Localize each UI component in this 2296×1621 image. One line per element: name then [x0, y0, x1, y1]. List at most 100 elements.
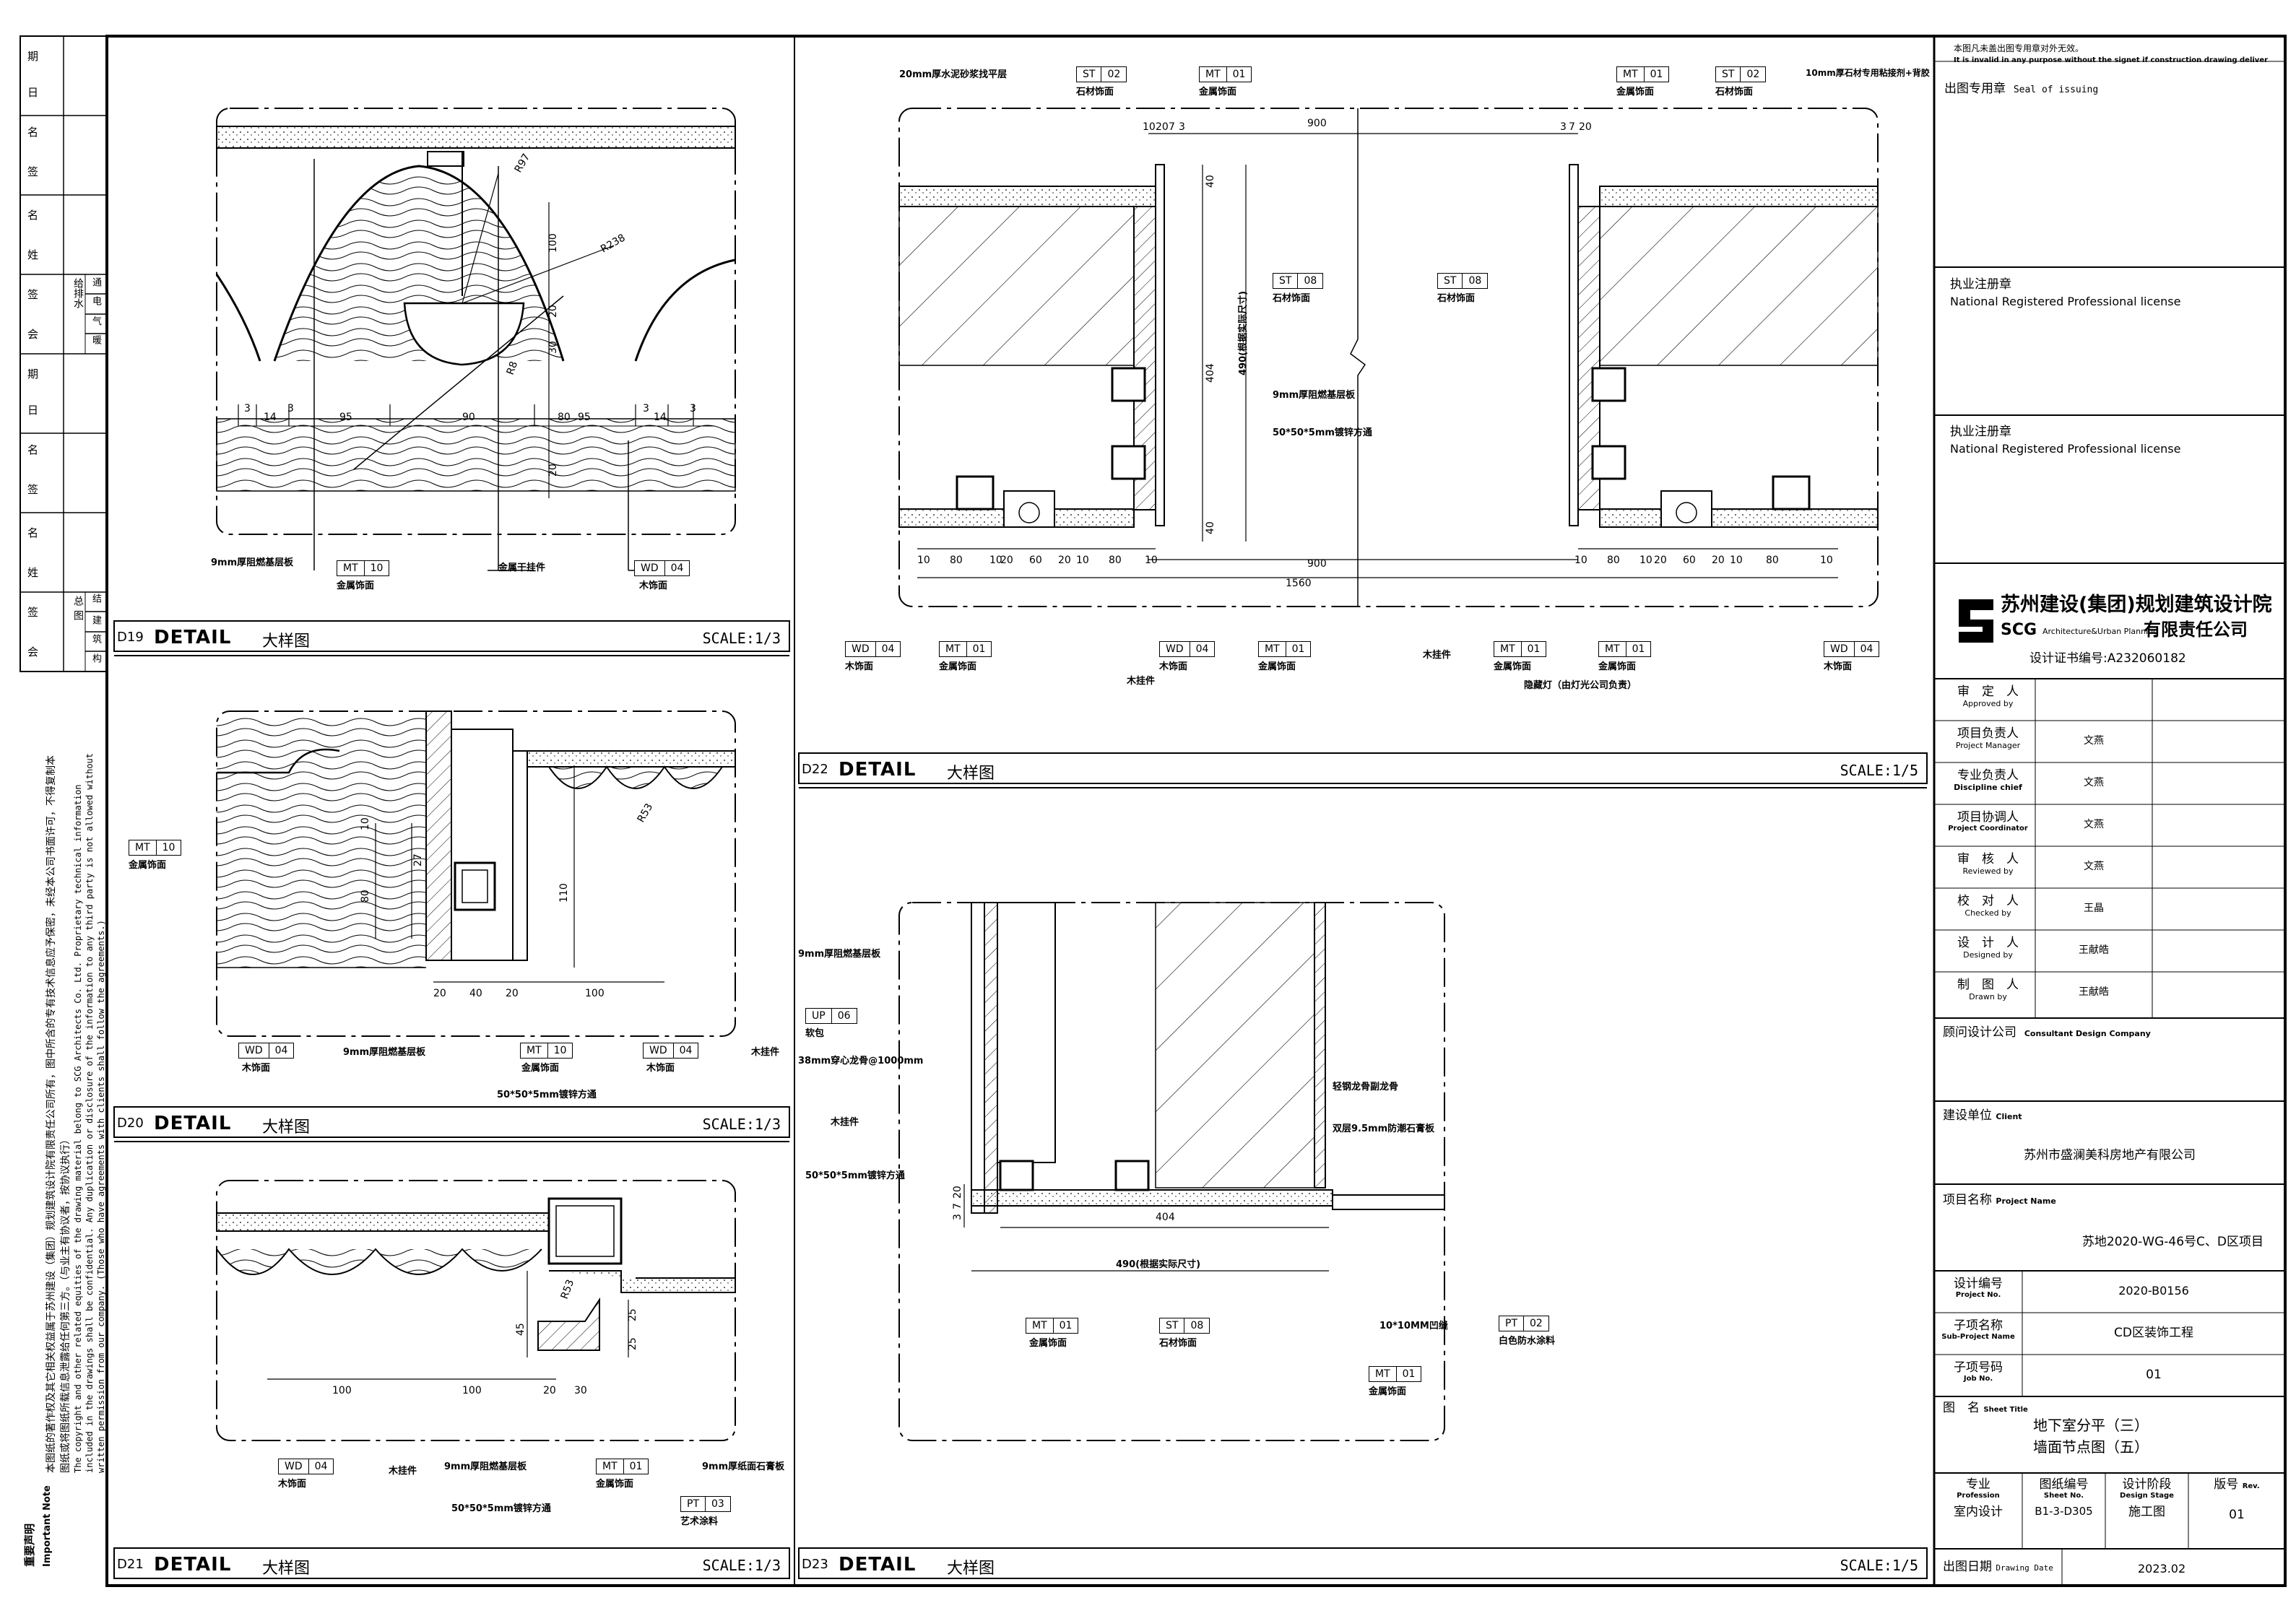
- d19-label-base-board: 9mm厚阻燃基层板: [211, 557, 294, 568]
- tb-rev: 版号 Rev.01: [2214, 1477, 2260, 1523]
- tb-client: 建设单位 Client: [1943, 1108, 2022, 1123]
- tb-role-7-name: 王献皓: [2079, 986, 2109, 998]
- d23-title-cn: 大样图: [947, 1560, 995, 1578]
- strip-label-plumbing: 给排水: [72, 278, 84, 308]
- d20-title-cn: 大样图: [262, 1118, 311, 1137]
- strip-label-sign-2: 签: [26, 289, 39, 300]
- d22-label-stone-b: 石材饰面: [1715, 87, 1754, 97]
- tb-license2-label: 执业注册章: [1950, 425, 2011, 439]
- svg-text:10: 10: [1730, 555, 1743, 566]
- strip-label-date-2: 日: [26, 87, 39, 97]
- svg-text:80: 80: [1766, 555, 1779, 566]
- important-note-title-en: Important Note: [42, 1485, 53, 1567]
- svg-text:100: 100: [462, 1385, 482, 1396]
- d21-title-bar: D21 DETAIL 大样图 SCALE:1/3: [114, 1548, 789, 1578]
- svg-text:R8: R8: [505, 360, 520, 376]
- strip-label-date-3: 期: [26, 368, 39, 379]
- strip-label-hui-2: 会: [26, 646, 39, 657]
- d19-scale: SCALE:1/3: [702, 630, 781, 647]
- svg-text:20: 20: [1654, 555, 1667, 566]
- d23-label-dim-note: 490(根据实际尺寸): [1116, 1259, 1200, 1270]
- d21-label-steel-tube: 50*50*5mm镀锌方通: [451, 1503, 551, 1514]
- d23-label-keel: 38mm穿心龙骨@1000mm: [798, 1056, 924, 1066]
- svg-text:900: 900: [1307, 558, 1327, 570]
- d22-id: D22: [802, 762, 828, 777]
- svg-text:80: 80: [360, 890, 371, 903]
- d23-label-upholstery: 软包: [805, 1028, 825, 1039]
- d20-label-steel-tube: 50*50*5mm镀锌方通: [497, 1090, 597, 1100]
- d20-scale: SCALE:1/3: [702, 1116, 781, 1133]
- tb-project-no-value: 2020-B0156: [2118, 1284, 2189, 1298]
- tb-certificate: 设计证书编号:A232060182: [2029, 651, 2186, 666]
- d22-label-metal-b: 金属饰面: [1616, 87, 1655, 97]
- tb-subproject-value: CD区装饰工程: [2114, 1326, 2193, 1340]
- d23-label-metal-a: 金属饰面: [1029, 1338, 1067, 1349]
- svg-text:30: 30: [547, 341, 559, 354]
- d22-label-dim-note: 490(根据实际尺寸): [1237, 291, 1249, 375]
- d23-label-waterproof: 白色防水涂料: [1499, 1336, 1556, 1347]
- d22-label-stone-c: 石材饰面: [1273, 293, 1311, 304]
- d22-label-wood-c: 木饰面: [1824, 661, 1853, 672]
- d23-label-hanger: 木挂件: [831, 1117, 859, 1128]
- d23-id: D23: [802, 1557, 828, 1572]
- d22-title: DETAIL: [839, 759, 917, 781]
- important-note-en-text: The copyright and other related equities…: [73, 753, 107, 1473]
- d23-label-metal-b: 金属饰面: [1369, 1386, 1407, 1397]
- d22-label-metal-e: 金属饰面: [1494, 661, 1532, 672]
- d22-label-screed: 20mm厚水泥砂浆找平层: [899, 69, 1008, 80]
- tb-role-6-name: 王献皓: [2079, 944, 2109, 956]
- strip-label-arch: 建: [90, 615, 101, 625]
- d22-title-cn: 大样图: [947, 765, 995, 783]
- svg-text:40: 40: [1205, 175, 1216, 188]
- tb-job-value: 01: [2146, 1368, 2162, 1382]
- tb-seal-label: 出图专用章 Seal of issuing: [1944, 82, 2099, 96]
- tb-project-value: 苏地2020-WG-46号C、D区项目: [2081, 1235, 2263, 1249]
- main-grid: [113, 36, 1936, 1586]
- d20-label-wood-finish-b: 木饰面: [646, 1063, 675, 1074]
- d21-label-wood-hanger: 木挂件: [389, 1466, 417, 1477]
- svg-text:3: 3: [1179, 121, 1185, 133]
- tb-sheet-title-line1: 地下室分平（三）: [2033, 1417, 2149, 1434]
- svg-text:1560: 1560: [1286, 578, 1312, 589]
- d22-label-metal-d: 金属饰面: [1258, 661, 1296, 672]
- d23-label-base-board: 9mm厚阻燃基层板: [798, 949, 881, 960]
- strip-label-name-2: 名: [26, 209, 39, 220]
- tb-company-en: Architecture&Urban Planning: [2042, 627, 2159, 636]
- d22-scale: SCALE:1/5: [1840, 762, 1918, 779]
- d21-label-art-paint: 艺术涂料: [680, 1516, 719, 1527]
- d22-label-metal-f: 金属饰面: [1598, 661, 1637, 672]
- svg-text:10: 10: [1143, 121, 1156, 133]
- d22-label-wood-b: 木饰面: [1159, 661, 1188, 672]
- strip-label-elec: 电: [90, 296, 101, 305]
- svg-text:3: 3: [952, 1214, 963, 1220]
- svg-text:40: 40: [469, 988, 482, 999]
- tb-company-logo-text: SCG: [2001, 621, 2037, 639]
- d22-title-bar: D22 DETAIL 大样图 SCALE:1/5: [799, 753, 1927, 783]
- svg-text:80: 80: [950, 555, 963, 566]
- strip-label-surname: 姓: [26, 249, 39, 260]
- tb-client-value: 苏州市盛澜美科房地产有限公司: [2024, 1148, 2196, 1162]
- svg-text:25: 25: [627, 1308, 638, 1321]
- svg-text:3: 3: [643, 403, 649, 414]
- d21-title-cn: 大样图: [262, 1560, 311, 1578]
- d21-title: DETAIL: [154, 1554, 232, 1576]
- svg-text:20: 20: [506, 988, 519, 999]
- left-signature-strip: [20, 35, 108, 672]
- d20-label-wood-hanger: 木挂件: [751, 1047, 780, 1058]
